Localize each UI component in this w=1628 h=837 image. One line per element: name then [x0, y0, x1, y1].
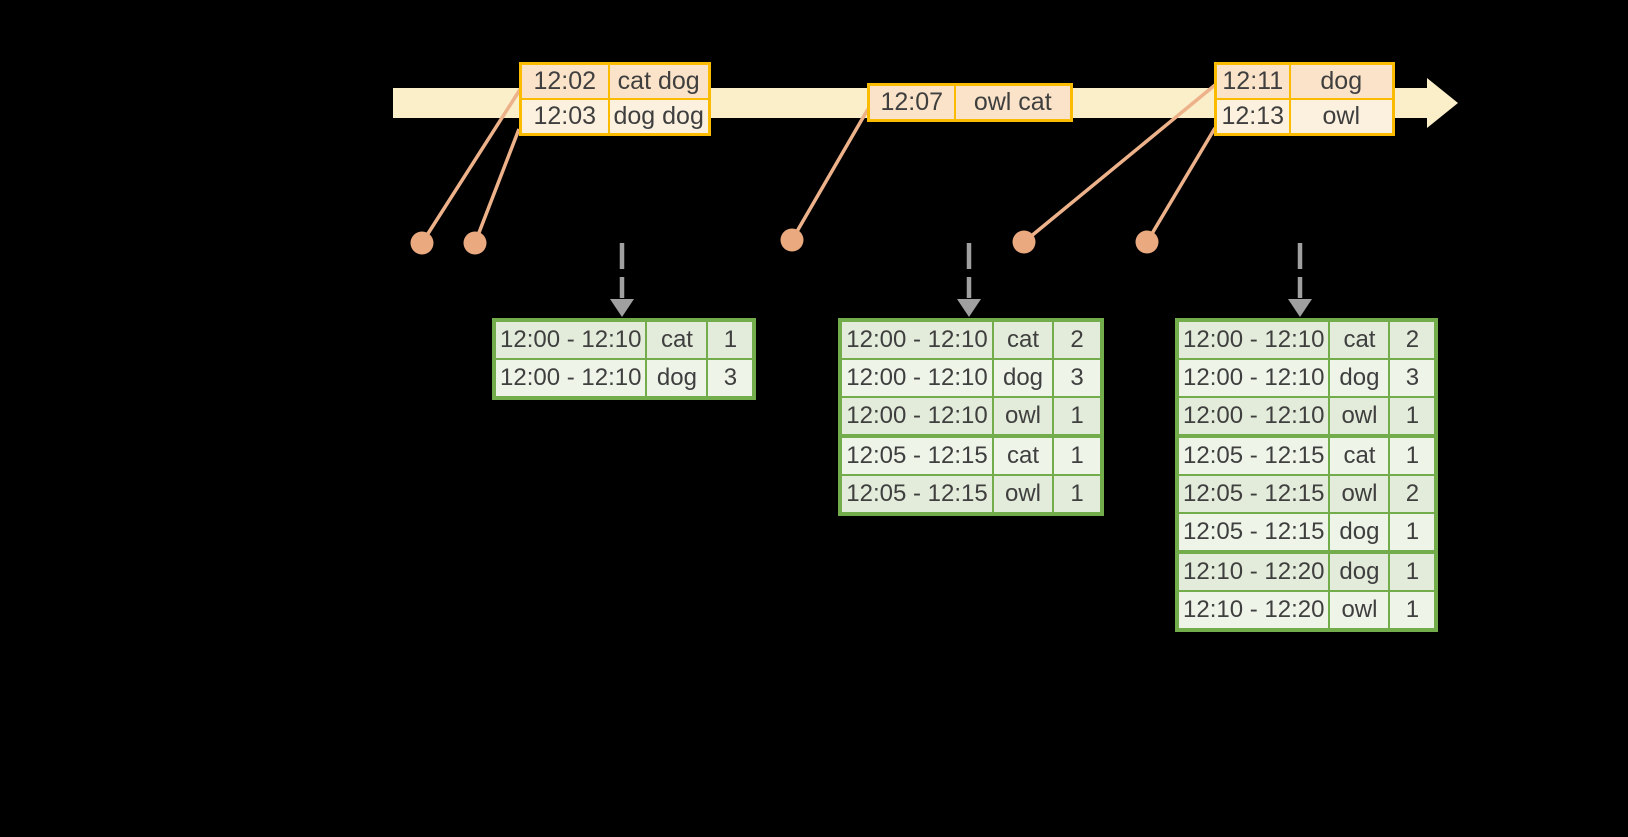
table-cell: 12:00 - 12:10 — [492, 319, 648, 360]
event-dot — [463, 231, 487, 255]
arrow-down-icon — [957, 299, 981, 317]
connector-line — [420, 87, 523, 244]
table-cell: owl — [1328, 590, 1391, 631]
table-cell: dog — [1288, 62, 1395, 100]
table-cell: 1 — [1388, 590, 1438, 631]
table-cell: dog dog — [607, 98, 711, 136]
event-dot — [410, 231, 434, 255]
table-cell: 12:00 - 12:10 — [492, 358, 648, 399]
table-cell: 3 — [1052, 358, 1103, 398]
table-cell: dog — [1328, 512, 1391, 553]
table-cell: dog — [1328, 358, 1391, 398]
table-cell: 1 — [1052, 434, 1103, 476]
table-cell: 12:10 - 12:20 — [1175, 550, 1331, 592]
table-cell: 12:03 — [519, 98, 610, 136]
table-cell: dog — [1328, 550, 1391, 592]
table-cell: 1 — [1388, 550, 1438, 592]
table-cell: owl — [1328, 396, 1391, 437]
timeline-arrowhead-icon — [1427, 78, 1458, 128]
event-dot — [1012, 230, 1036, 254]
trigger-arrow — [957, 243, 981, 317]
table-cell: 12:11 — [1214, 62, 1291, 100]
table-cell: 1 — [1052, 474, 1103, 515]
table-cell: 12:07 — [867, 83, 956, 122]
arrow-down-icon — [610, 299, 634, 317]
table-cell: 1 — [706, 319, 756, 360]
table-cell: 2 — [1052, 319, 1103, 360]
table-cell: 12:00 - 12:10 — [839, 358, 994, 398]
connector-line — [1022, 83, 1217, 244]
table-cell: owl — [992, 474, 1054, 515]
table-cell: cat — [992, 434, 1054, 476]
table-cell: cat — [645, 319, 709, 360]
trigger-arrow — [610, 243, 634, 317]
connector-line — [473, 128, 521, 244]
table-cell: 3 — [1388, 358, 1438, 398]
table-cell: 12:10 - 12:20 — [1175, 590, 1331, 631]
table-cell: 1 — [1388, 512, 1438, 553]
table-cell: 1 — [1388, 434, 1438, 476]
event-dot — [780, 228, 804, 252]
table-cell: owl — [1328, 474, 1391, 514]
table-cell: 12:02 — [519, 62, 610, 100]
table-cell: 12:13 — [1214, 98, 1291, 136]
table-cell: 1 — [1388, 396, 1438, 437]
table-cell: dog — [992, 358, 1054, 398]
table-cell: 12:05 - 12:15 — [1175, 434, 1331, 476]
table-cell: owl — [992, 396, 1054, 437]
arrow-down-icon — [1288, 299, 1312, 317]
table-cell: 1 — [1052, 396, 1103, 437]
table-cell: 2 — [1388, 319, 1438, 360]
table-cell: 12:00 - 12:10 — [1175, 319, 1331, 360]
table-cell: 12:05 - 12:15 — [1175, 474, 1331, 514]
table-cell: 12:05 - 12:15 — [839, 474, 994, 515]
table-cell: 12:00 - 12:10 — [1175, 358, 1331, 398]
table-cell: cat — [1328, 319, 1391, 360]
table-cell: 12:00 - 12:10 — [1175, 396, 1331, 437]
trigger-arrow — [1288, 243, 1312, 317]
table-cell: 12:05 - 12:15 — [839, 434, 994, 476]
table-cell: 12:05 - 12:15 — [1175, 512, 1331, 553]
connector-line — [790, 108, 870, 241]
table-cell: cat dog — [607, 62, 711, 100]
table-cell: 3 — [706, 358, 756, 399]
table-cell: 2 — [1388, 474, 1438, 514]
table-cell: 12:00 - 12:10 — [839, 396, 994, 437]
connector-line — [1145, 127, 1217, 243]
table-cell: 12:00 - 12:10 — [839, 319, 994, 360]
table-cell: cat — [992, 319, 1054, 360]
event-dot — [1135, 230, 1159, 254]
table-cell: owl cat — [953, 83, 1073, 122]
table-cell: cat — [1328, 434, 1391, 476]
table-cell: owl — [1288, 98, 1395, 136]
table-cell: dog — [645, 358, 709, 399]
